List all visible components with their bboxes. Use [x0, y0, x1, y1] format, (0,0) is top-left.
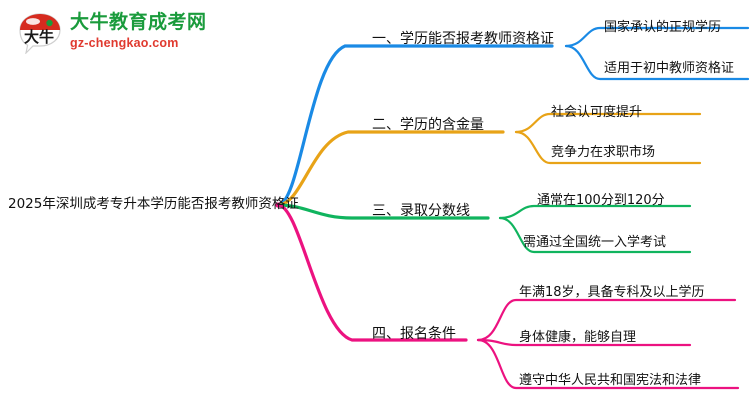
mindmap-branch-4-child-2[interactable]: 身体健康，能够自理	[519, 330, 637, 345]
logo-name-en: gz-chengkao.com	[70, 36, 179, 50]
mindmap-branch-2-child-1[interactable]: 社会认可度提升	[551, 105, 643, 120]
mindmap-branch-3-label[interactable]: 三、录取分数线	[372, 203, 470, 219]
mindmap-root-label[interactable]: 2025年深圳成考专升本学历能否报考教师资格证	[8, 196, 299, 212]
mindmap-branch-4-child-3[interactable]: 遵守中华人民共和国宪法和法律	[519, 373, 702, 388]
mindmap-branch-2-child-2[interactable]: 竞争力在求职市场	[551, 145, 656, 160]
mindmap-branch-1-label[interactable]: 一、学历能否报考教师资格证	[372, 31, 554, 47]
logo-mark-icon: 大牛	[18, 12, 62, 55]
site-logo: 大牛 大牛教育成考网 gz-chengkao.com	[18, 10, 218, 58]
mindmap-branch-1-child-2[interactable]: 适用于初中教师资格证	[604, 61, 735, 76]
mindmap-branch-4-label[interactable]: 四、报名条件	[372, 326, 456, 342]
mindmap-branch-3-child-2[interactable]: 需通过全国统一入学考试	[523, 235, 667, 250]
mindmap-branch-1-child-1[interactable]: 国家承认的正规学历	[604, 20, 722, 35]
svg-text:大牛: 大牛	[24, 28, 54, 46]
mindmap-branch-4-child-1[interactable]: 年满18岁，具备专科及以上学历	[519, 285, 705, 300]
logo-name-cn: 大牛教育成考网	[70, 11, 207, 33]
mindmap-branch-2-label[interactable]: 二、学历的含金量	[372, 117, 484, 133]
logo-text: 大牛教育成考网 gz-chengkao.com	[70, 11, 207, 51]
mindmap-branch-3-child-1[interactable]: 通常在100分到120分	[537, 193, 665, 208]
